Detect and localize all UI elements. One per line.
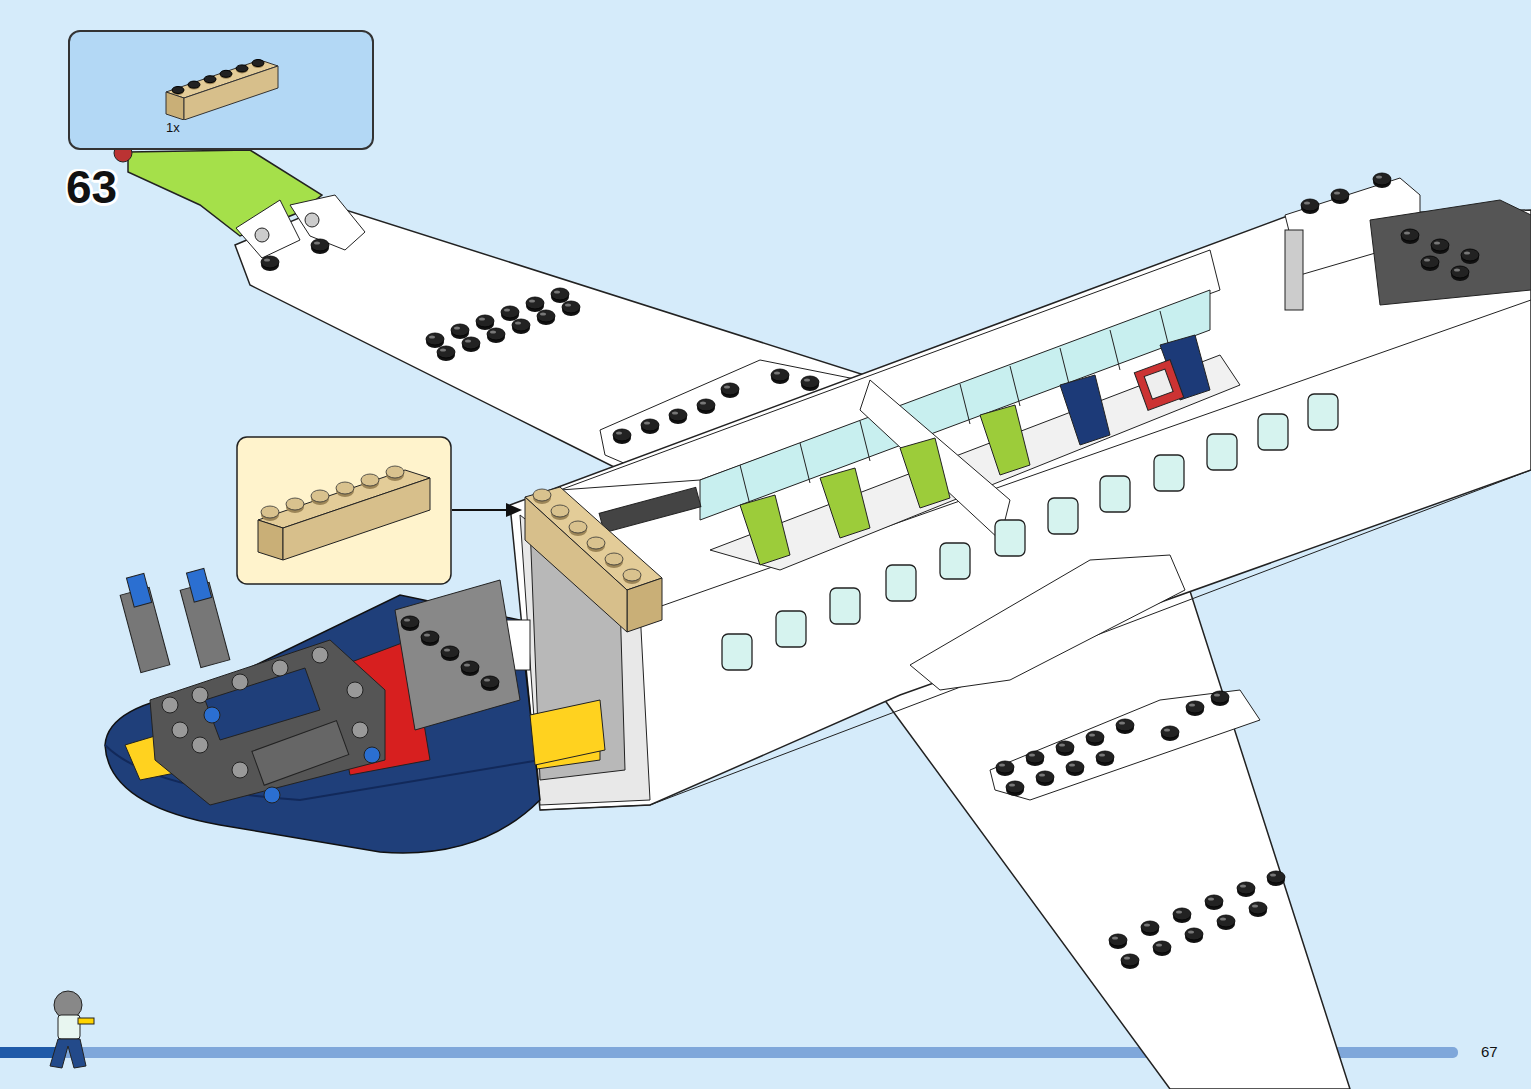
- magnified-callout: [237, 437, 522, 584]
- part-count: 1x: [166, 120, 180, 135]
- brick-icon: [160, 40, 300, 120]
- page-number: 67: [1481, 1043, 1498, 1060]
- step-number: 63: [66, 160, 117, 214]
- progress-bar-fill: [0, 1047, 60, 1058]
- parts-list-box: 1x: [68, 30, 374, 150]
- control-sticks: [120, 568, 380, 803]
- minifigure: [50, 991, 94, 1068]
